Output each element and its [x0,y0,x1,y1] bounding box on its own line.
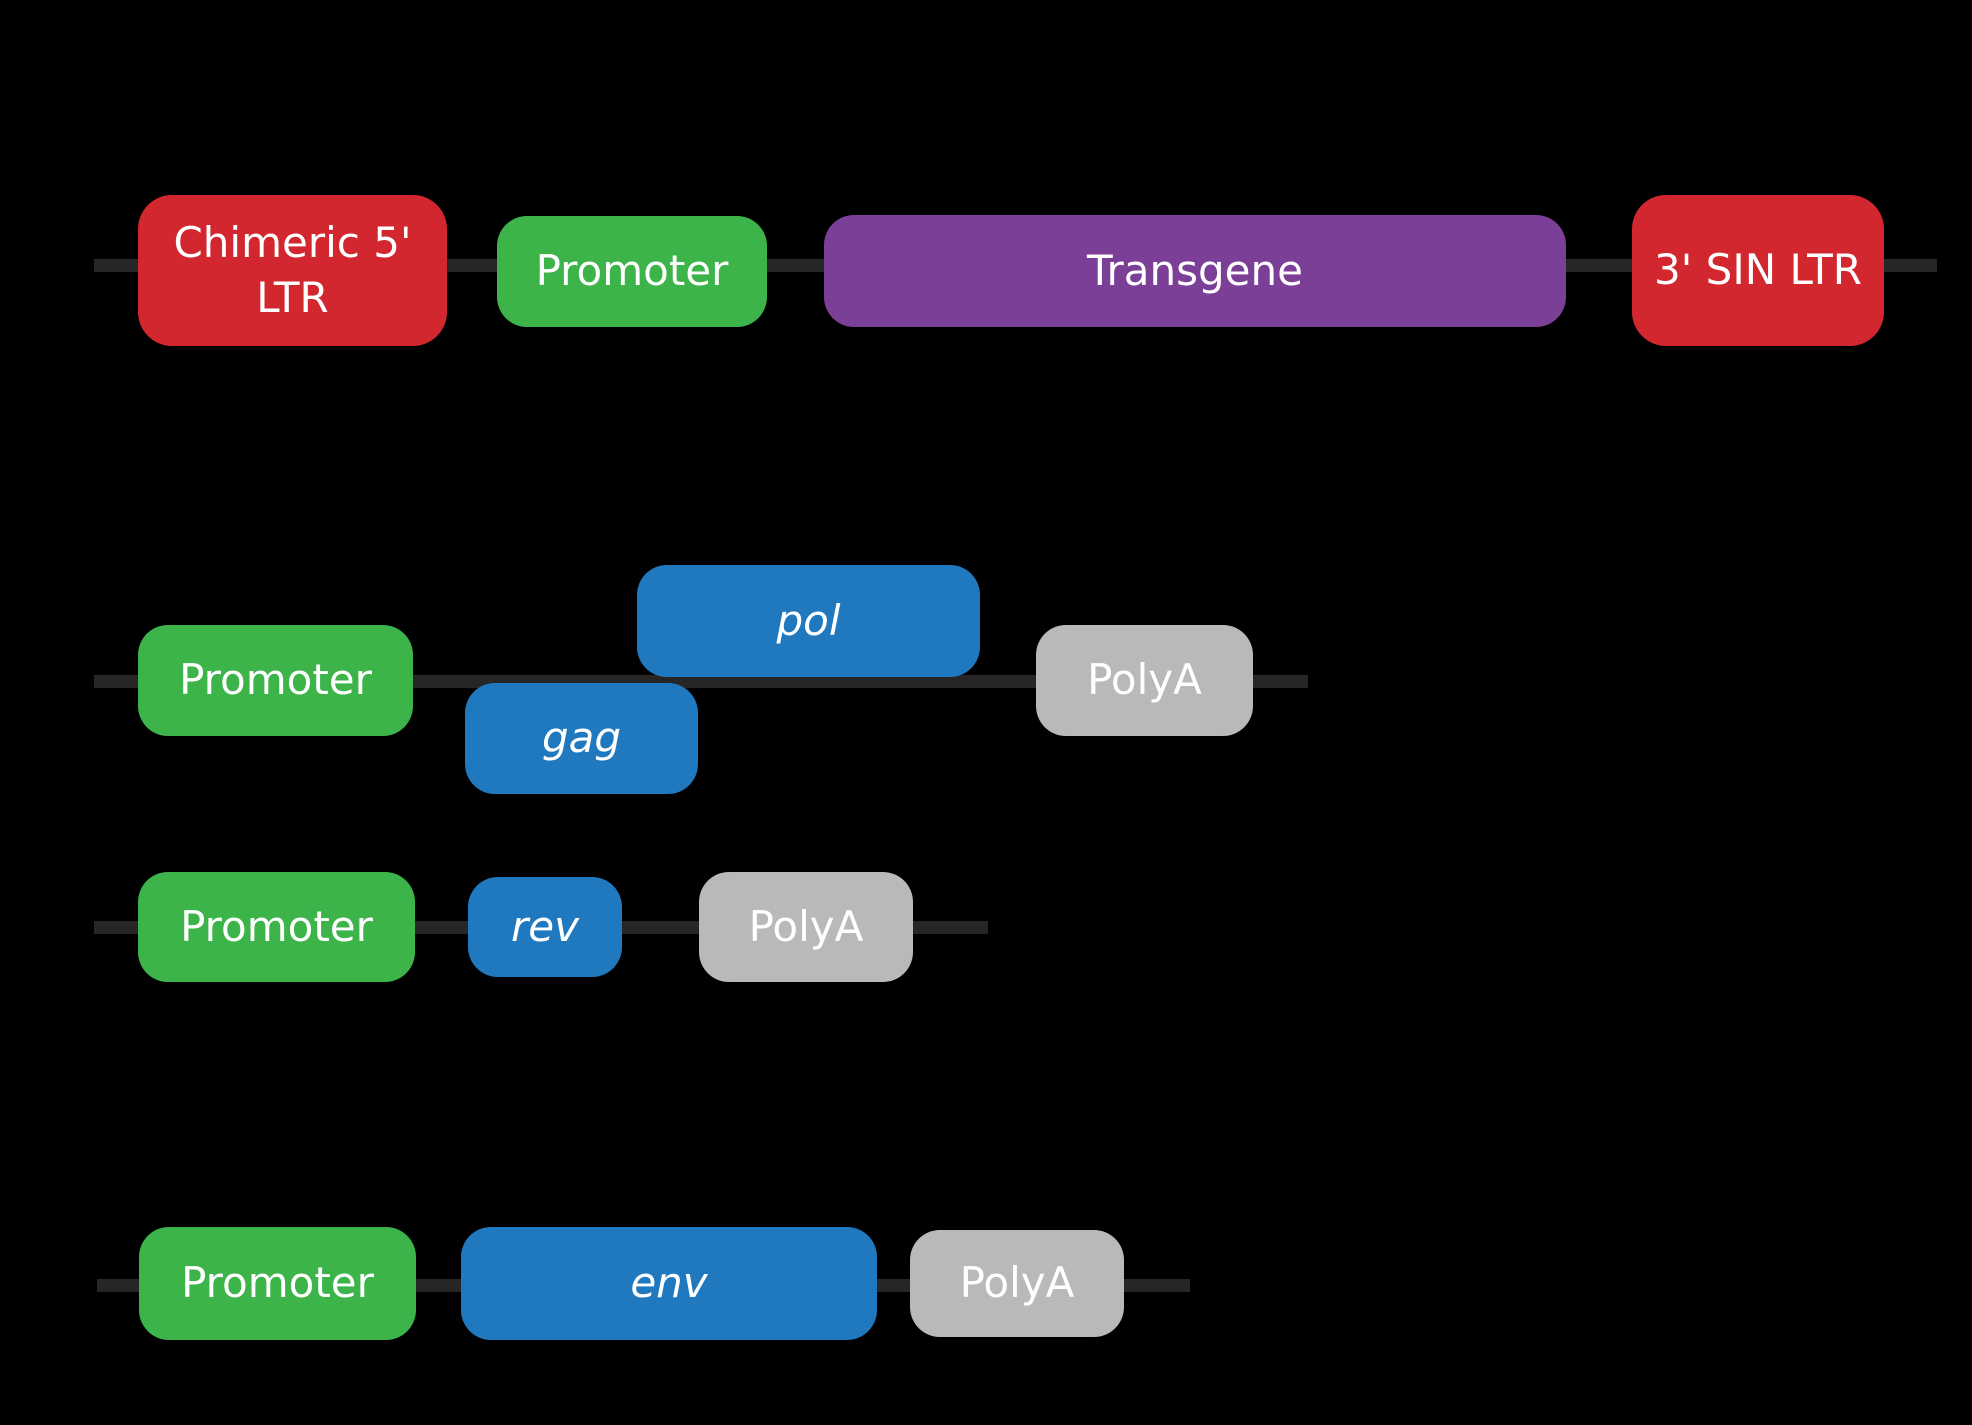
gag-gene-box: gag [465,683,698,794]
polya-box-gag-pol: PolyA [1036,625,1253,736]
rev-gene-box: rev [468,877,622,977]
promoter-box-transfer: Promoter [497,216,767,327]
promoter-box-env: Promoter [139,1227,416,1340]
chimeric-5-ltr-box: Chimeric 5' LTR [138,195,447,346]
polya-box-rev: PolyA [699,872,913,982]
polya-box-env: PolyA [910,1230,1124,1337]
transgene-box: Transgene [824,215,1566,327]
env-gene-box: env [461,1227,877,1340]
promoter-box-rev: Promoter [138,872,415,982]
pol-gene-box: pol [637,565,980,677]
3-sin-ltr-box: 3' SIN LTR [1632,195,1884,346]
promoter-box-gag-pol: Promoter [138,625,413,736]
